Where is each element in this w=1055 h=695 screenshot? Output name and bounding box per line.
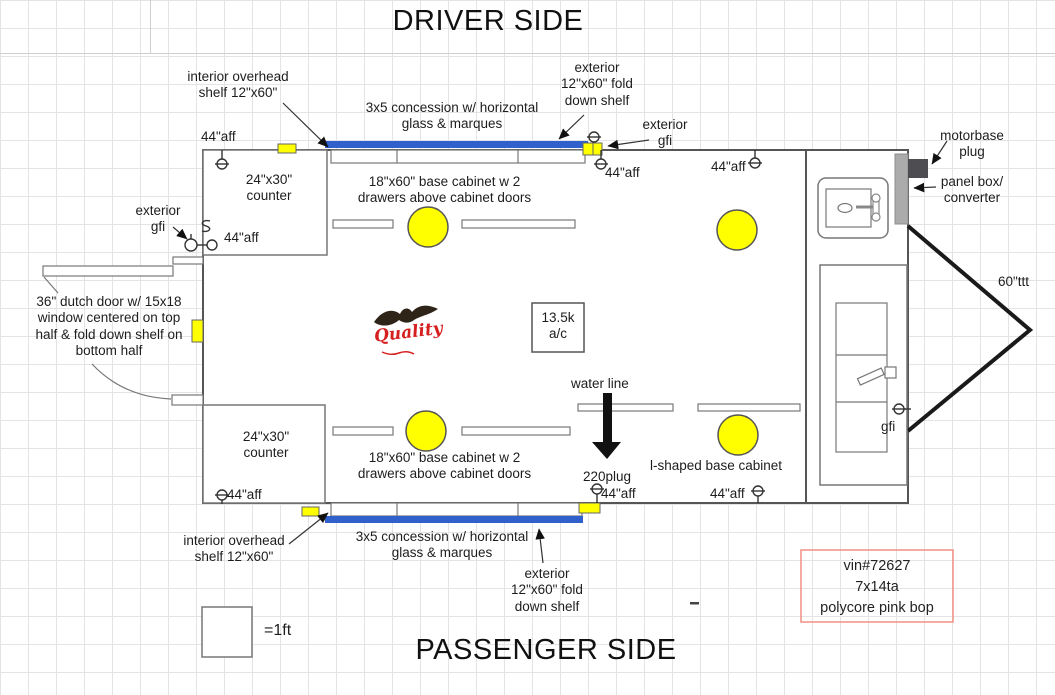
label-aff: 44"aff — [601, 486, 636, 501]
sheet-guides — [0, 0, 1055, 54]
label-concession-top: 3x5 concession w/ horizontal glass & mar… — [365, 100, 539, 132]
fold-down-shelf-left — [42, 265, 174, 277]
power-fixture — [277, 143, 297, 154]
outlet-symbol — [587, 131, 601, 143]
label-gfi-rear: gfi — [881, 419, 896, 434]
outlet-symbol — [751, 485, 765, 503]
label-l-shaped-cabinet: l-shaped base cabinet — [649, 458, 783, 473]
power-fixture — [301, 506, 320, 517]
label-tongue-length: 60"ttt — [998, 274, 1030, 289]
outlet-symbol — [748, 150, 762, 169]
label-counter-bottom: 24"x30" counter — [242, 429, 290, 461]
power-fixture-220 — [578, 502, 601, 514]
base-cabinet-top-lines — [332, 219, 576, 229]
counter-bottom-left — [202, 404, 326, 504]
ceiling-light — [405, 410, 447, 452]
water-line-arrow — [592, 393, 621, 459]
outlet-symbol — [594, 150, 608, 170]
label-interior-shelf-top: interior overhead shelf 12"x60" — [187, 69, 289, 101]
motorbase-plug-box — [908, 159, 928, 178]
rear-cabinet — [819, 264, 908, 486]
driver-side-title: DRIVER SIDE — [392, 5, 584, 37]
label-exterior-gfi-left: exterior gfi — [135, 203, 181, 235]
base-cabinet-bottom-lines — [332, 426, 571, 436]
power-fixture — [191, 319, 204, 343]
panel-box-converter — [894, 153, 909, 225]
leader-arrows — [172, 102, 948, 564]
door-swing-arc — [91, 363, 172, 400]
outlet-symbol — [590, 483, 604, 503]
dutch-door — [42, 256, 204, 406]
gfi-fixture — [582, 142, 594, 156]
ac-unit-box — [531, 302, 585, 353]
faucet-handle — [871, 212, 881, 222]
label-exterior-gfi-top: exterior gfi — [642, 117, 688, 149]
scale-legend-square — [201, 606, 253, 658]
door-handle — [856, 367, 885, 386]
ceiling-light — [717, 414, 759, 456]
outlet-symbol — [215, 489, 229, 504]
concession-window-bottom — [325, 502, 583, 523]
label-base-cabinet-top: 18"x60" base cabinet w 2 drawers above c… — [357, 174, 532, 206]
vin-box-text: vin#72627 7x14ta polycore pink bop — [801, 556, 953, 619]
dash-mark — [690, 602, 699, 605]
label-motorbase-plug: motorbase plug — [940, 128, 1004, 160]
label-fold-shelf-bottom: exterior 12"x60" fold down shelf — [511, 566, 583, 614]
vin-model: 7x14ta — [855, 579, 899, 596]
label-water-line: water line — [571, 376, 629, 391]
label-fold-shelf-top: exterior 12"x60" fold down shelf — [561, 60, 633, 108]
gfi-outlet-symbol — [184, 234, 218, 252]
vin-box — [800, 549, 954, 623]
label-aff: 44"aff — [227, 487, 262, 502]
outlet-symbol — [215, 150, 229, 170]
switch-symbol — [201, 219, 211, 233]
sink-drain — [837, 202, 853, 214]
label-concession-bottom: 3x5 concession w/ horizontal glass & mar… — [355, 529, 529, 561]
ceiling-light — [407, 206, 449, 248]
vin-finish: polycore pink bop — [820, 600, 934, 617]
l-shaped-cabinet-lines — [577, 403, 801, 412]
quality-logo-eagle-icon — [374, 305, 438, 356]
label-ac-unit: 13.5k a/c — [541, 310, 575, 342]
faucet-handle — [871, 193, 881, 203]
trailer-tongue — [906, 224, 1034, 433]
label-dutch-door: 36" dutch door w/ 15x18 window centered … — [35, 294, 183, 359]
ceiling-light — [716, 209, 758, 251]
gfi-outlet-symbol — [892, 403, 911, 415]
label-aff: 44"aff — [224, 230, 259, 245]
label-aff: 44"aff — [710, 486, 745, 501]
label-aff: 44"aff — [711, 159, 746, 174]
vin-number: vin#72627 — [843, 558, 911, 574]
label-base-cabinet-bottom: 18"x60" base cabinet w 2 drawers above c… — [357, 450, 532, 482]
label-panel-box: panel box/ converter — [940, 174, 1004, 206]
label-scale-legend: =1ft — [264, 622, 292, 639]
label-aff: 44"aff — [605, 165, 640, 180]
label-interior-shelf-bottom: interior overhead shelf 12"x60" — [183, 533, 285, 565]
passenger-side-title: PASSENGER SIDE — [415, 634, 677, 666]
concession-window-top — [325, 141, 588, 164]
gfi-fixture — [592, 142, 603, 156]
sink — [817, 177, 889, 239]
label-counter-top: 24"x30" counter — [245, 172, 293, 204]
label-220-plug: 220plug — [583, 469, 632, 484]
label-aff: 44"aff — [201, 129, 236, 144]
